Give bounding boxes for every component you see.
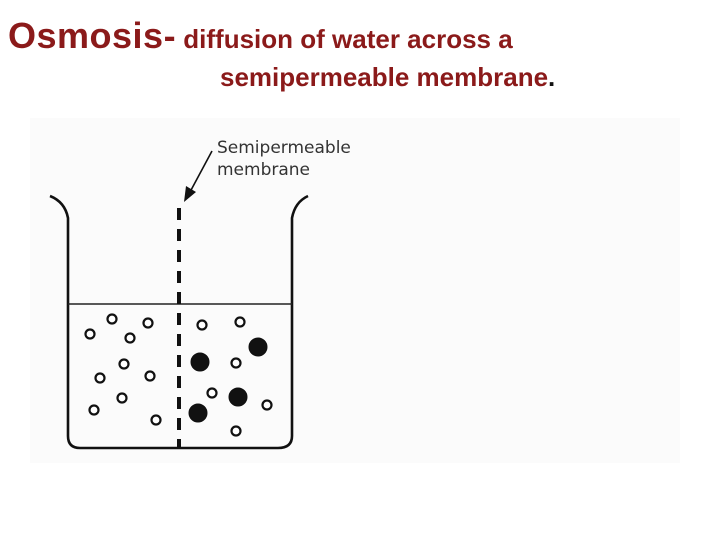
title-word-water: water	[332, 24, 400, 54]
membrane-label-line-1: Semipermeable	[217, 138, 351, 158]
solute-particles	[188, 337, 268, 423]
water-molecule	[150, 414, 162, 426]
water-molecule	[94, 372, 106, 384]
solute-particle	[190, 352, 210, 372]
water-molecule	[144, 370, 156, 382]
solute-particle	[228, 387, 248, 407]
solute-particle	[188, 403, 208, 423]
water-molecule	[261, 399, 273, 411]
water-molecule	[206, 387, 218, 399]
membrane-label-line-2: membrane	[217, 160, 311, 181]
solute-particle	[248, 337, 268, 357]
water-molecule	[230, 357, 242, 369]
water-molecule	[106, 313, 118, 325]
water-molecule	[142, 317, 154, 329]
water-molecule	[116, 392, 128, 404]
water-molecule	[230, 425, 242, 437]
title-definition-post: across a	[399, 24, 513, 54]
water-molecule	[118, 358, 130, 370]
water-molecule	[234, 316, 246, 328]
water-molecule	[196, 319, 208, 331]
label-arrow-shaft	[189, 150, 213, 193]
membrane-label: Semipermeable membrane	[217, 137, 351, 181]
water-molecule	[88, 404, 100, 416]
title-definition-pre: diffusion of	[176, 24, 333, 54]
water-molecules	[84, 313, 273, 437]
slide-title: Osmosis- diffusion of water across a	[8, 18, 513, 54]
water-molecule	[84, 328, 96, 340]
title-line-2-text: semipermeable membrane	[220, 62, 549, 92]
osmosis-diagram: Semipermeable membrane	[30, 118, 680, 463]
title-term: Osmosis-	[8, 15, 177, 56]
title-line-2: semipermeable membrane.	[220, 64, 555, 90]
water-molecule	[124, 332, 136, 344]
title-period: .	[548, 62, 556, 92]
beaker-illustration	[49, 150, 309, 450]
label-arrow-head	[184, 186, 196, 202]
